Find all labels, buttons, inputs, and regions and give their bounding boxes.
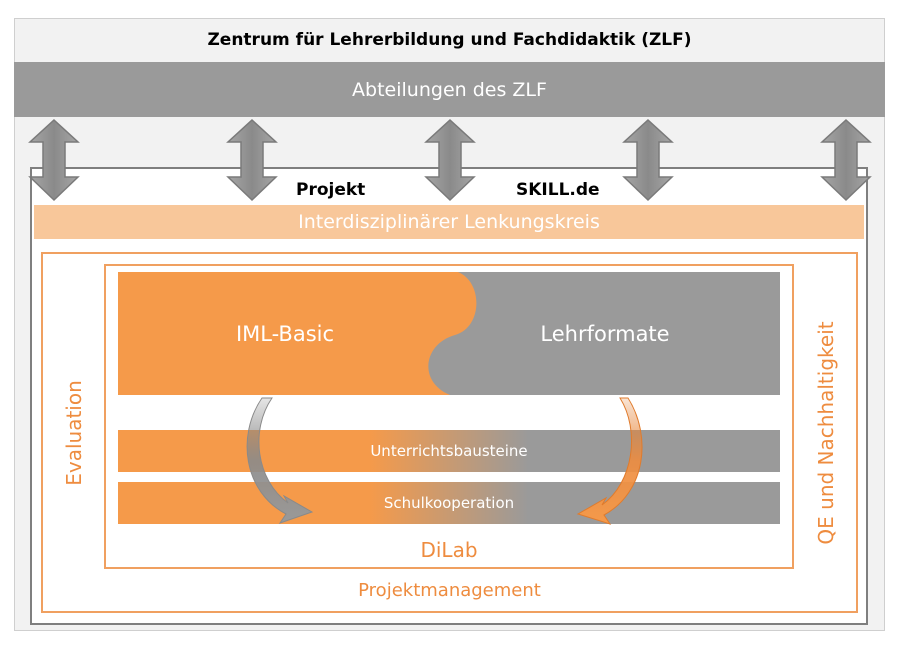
double-arrow-icon-5 (820, 118, 872, 202)
cycle-arrow-gray-icon (246, 397, 314, 524)
skill-label: SKILL.de (516, 180, 600, 200)
iml-basic-label: IML-Basic (235, 322, 335, 346)
double-arrow-icon-3 (424, 118, 476, 202)
projektmanagement-label: Projektmanagement (358, 580, 541, 601)
schulkooperation-bar: Schulkooperation (118, 482, 780, 524)
cycle-arrow-orange-icon (576, 397, 643, 525)
abteilungen-bar: Abteilungen des ZLF (14, 62, 885, 117)
iml-basic-piece (118, 272, 477, 395)
lehrformate-label: Lehrformate (540, 322, 670, 346)
double-arrow-icon-2 (226, 118, 278, 202)
lenkungskreis-bar: Interdisziplinärer Lenkungskreis (34, 205, 864, 239)
dilab-label: DiLab (420, 538, 478, 562)
zlf-title: Zentrum für Lehrerbildung und Fachdidakt… (207, 30, 692, 50)
unterrichtsbausteine-bar: Unterrichtsbausteine (118, 430, 780, 472)
projekt-label: Projekt (296, 180, 366, 200)
double-arrow-icon-1 (28, 118, 80, 202)
double-arrow-icon-4 (622, 118, 674, 202)
puzzle-graphic (118, 272, 780, 395)
